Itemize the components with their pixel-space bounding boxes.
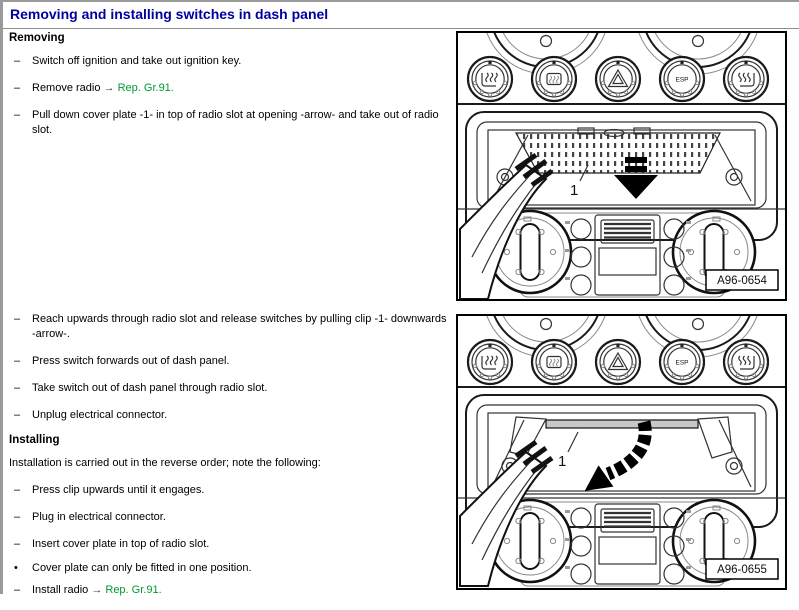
dash-bullet: – [14, 355, 21, 367]
switch-row: ESP [466, 338, 770, 386]
removing-steps-2: – Reach upwards through radio slot and r… [9, 312, 451, 423]
figure-release-clip: ESP 1 [456, 314, 787, 590]
step-text: Install radio [32, 584, 92, 596]
step-text: Cover plate can only be fitted in one po… [32, 562, 252, 574]
step-text: Reach upwards through radio slot and rel… [32, 313, 447, 340]
dash-bullet: – [14, 313, 21, 325]
slot-screw-right-center [729, 172, 739, 182]
hazard-switch [594, 55, 642, 103]
installing-steps: – Press clip upwards until it engages. –… [9, 483, 451, 598]
step-text: Pull down cover plate -1- in top of radi… [32, 109, 439, 136]
step-text: Remove radio [32, 82, 104, 94]
slot-side-line [491, 419, 525, 488]
dot-bullet: • [14, 562, 18, 574]
slot-side-line [491, 134, 529, 202]
step-text: Plug in electrical connector. [32, 511, 166, 523]
plate-catch [603, 128, 625, 138]
step-item: – Press switch forwards out of dash pane… [9, 354, 451, 369]
cover-plate [514, 132, 721, 174]
radio-slot-opening [487, 412, 756, 492]
slot-screw-right-center [729, 461, 739, 471]
step-text: Insert cover plate in top of radio slot. [32, 538, 210, 550]
esp-label: ESP [675, 360, 688, 367]
switch-release-clip [545, 419, 699, 429]
dash-bullet: – [14, 382, 21, 394]
callout-1: 1 [570, 182, 578, 199]
figure-ref-text: A96-0654 [717, 275, 767, 287]
step-item: – Remove radio → Rep. Gr.91. [9, 81, 451, 96]
slot-side-line [718, 419, 752, 488]
note-item: • Cover plate can only be fitted in one … [9, 561, 451, 576]
removing-steps-1: – Switch off ignition and take out ignit… [9, 54, 451, 138]
rep-gr-link[interactable]: Rep. Gr.91. [105, 584, 162, 596]
title-divider [3, 28, 799, 29]
radio-trim-inner [476, 404, 767, 495]
switch-row: ESP [466, 55, 770, 103]
step-text: Unplug electrical connector. [32, 409, 168, 421]
step-text: Take switch out of dash panel through ra… [32, 382, 268, 394]
dash-bullet: – [14, 409, 21, 421]
manual-page: Removing and installing switches in dash… [0, 0, 799, 596]
dash-bullet: – [14, 55, 21, 67]
step-item: – Unplug electrical connector. [9, 408, 451, 423]
step-item: – Plug in electrical connector. [9, 510, 451, 525]
dash-bullet: – [14, 82, 21, 94]
section-installing: Installing Installation is carried out i… [9, 434, 451, 610]
callout-1: 1 [558, 453, 566, 470]
step-text: Switch off ignition and take out ignitio… [32, 55, 242, 67]
rep-gr-link[interactable]: Rep. Gr.91. [117, 82, 174, 94]
ref-arrow: → [91, 584, 103, 596]
pull-downwards-curved-arrow [584, 420, 652, 491]
pull-down-arrow [614, 157, 658, 199]
removing-heading: Removing [9, 32, 65, 44]
dash-bullet: – [14, 511, 21, 523]
installing-heading: Installing [9, 434, 60, 446]
esp-label: ESP [675, 77, 688, 84]
section-removing-continued: – Reach upwards through radio slot and r… [9, 312, 451, 435]
hazard-switch [594, 338, 642, 386]
step-item: – Install radio → Rep. Gr.91. [9, 583, 451, 598]
figure-ref-label: A96-0654 [705, 269, 779, 291]
slot-screw-right [725, 168, 743, 186]
slot-screw-right [725, 457, 743, 475]
slot-flap-right [697, 416, 733, 459]
ref-arrow: → [103, 82, 115, 94]
radio-trim-inner [476, 121, 767, 209]
dash-panel-drawing-1: ESP 1 [458, 33, 785, 299]
figure-ref-label: A96-0655 [705, 558, 779, 580]
step-item: – Press clip upwards until it engages. [9, 483, 451, 498]
section-removing: Removing – Switch off ignition and take … [9, 32, 451, 150]
plate-tab [633, 127, 651, 135]
radio-slot-opening [487, 129, 756, 206]
dash-bullet: – [14, 538, 21, 550]
figure-ref-text: A96-0655 [717, 564, 767, 576]
callout-leader [567, 431, 579, 453]
step-text: Press clip upwards until it engages. [32, 484, 205, 496]
figure-remove-cover-plate: ESP 1 [456, 31, 787, 301]
plate-tab [577, 127, 595, 135]
dash-bullet: – [14, 584, 21, 596]
step-item: – Switch off ignition and take out ignit… [9, 54, 451, 69]
step-item: – Take switch out of dash panel through … [9, 381, 451, 396]
installing-intro: Installation is carried out in the rever… [9, 457, 321, 469]
slot-screw-left-center [500, 172, 510, 182]
page-title: Removing and installing switches in dash… [10, 6, 329, 22]
step-item: – Reach upwards through radio slot and r… [9, 312, 451, 342]
dash-bullet: – [14, 484, 21, 496]
step-item: – Insert cover plate in top of radio slo… [9, 537, 451, 552]
slot-side-line [714, 134, 752, 202]
callout-leader [579, 164, 589, 182]
step-text: Press switch forwards out of dash panel. [32, 355, 230, 367]
dash-panel-drawing-2: ESP 1 [458, 316, 785, 588]
step-item: – Pull down cover plate -1- in top of ra… [9, 108, 451, 138]
dash-bullet: – [14, 109, 21, 121]
radio-trim-bezel [465, 111, 778, 241]
